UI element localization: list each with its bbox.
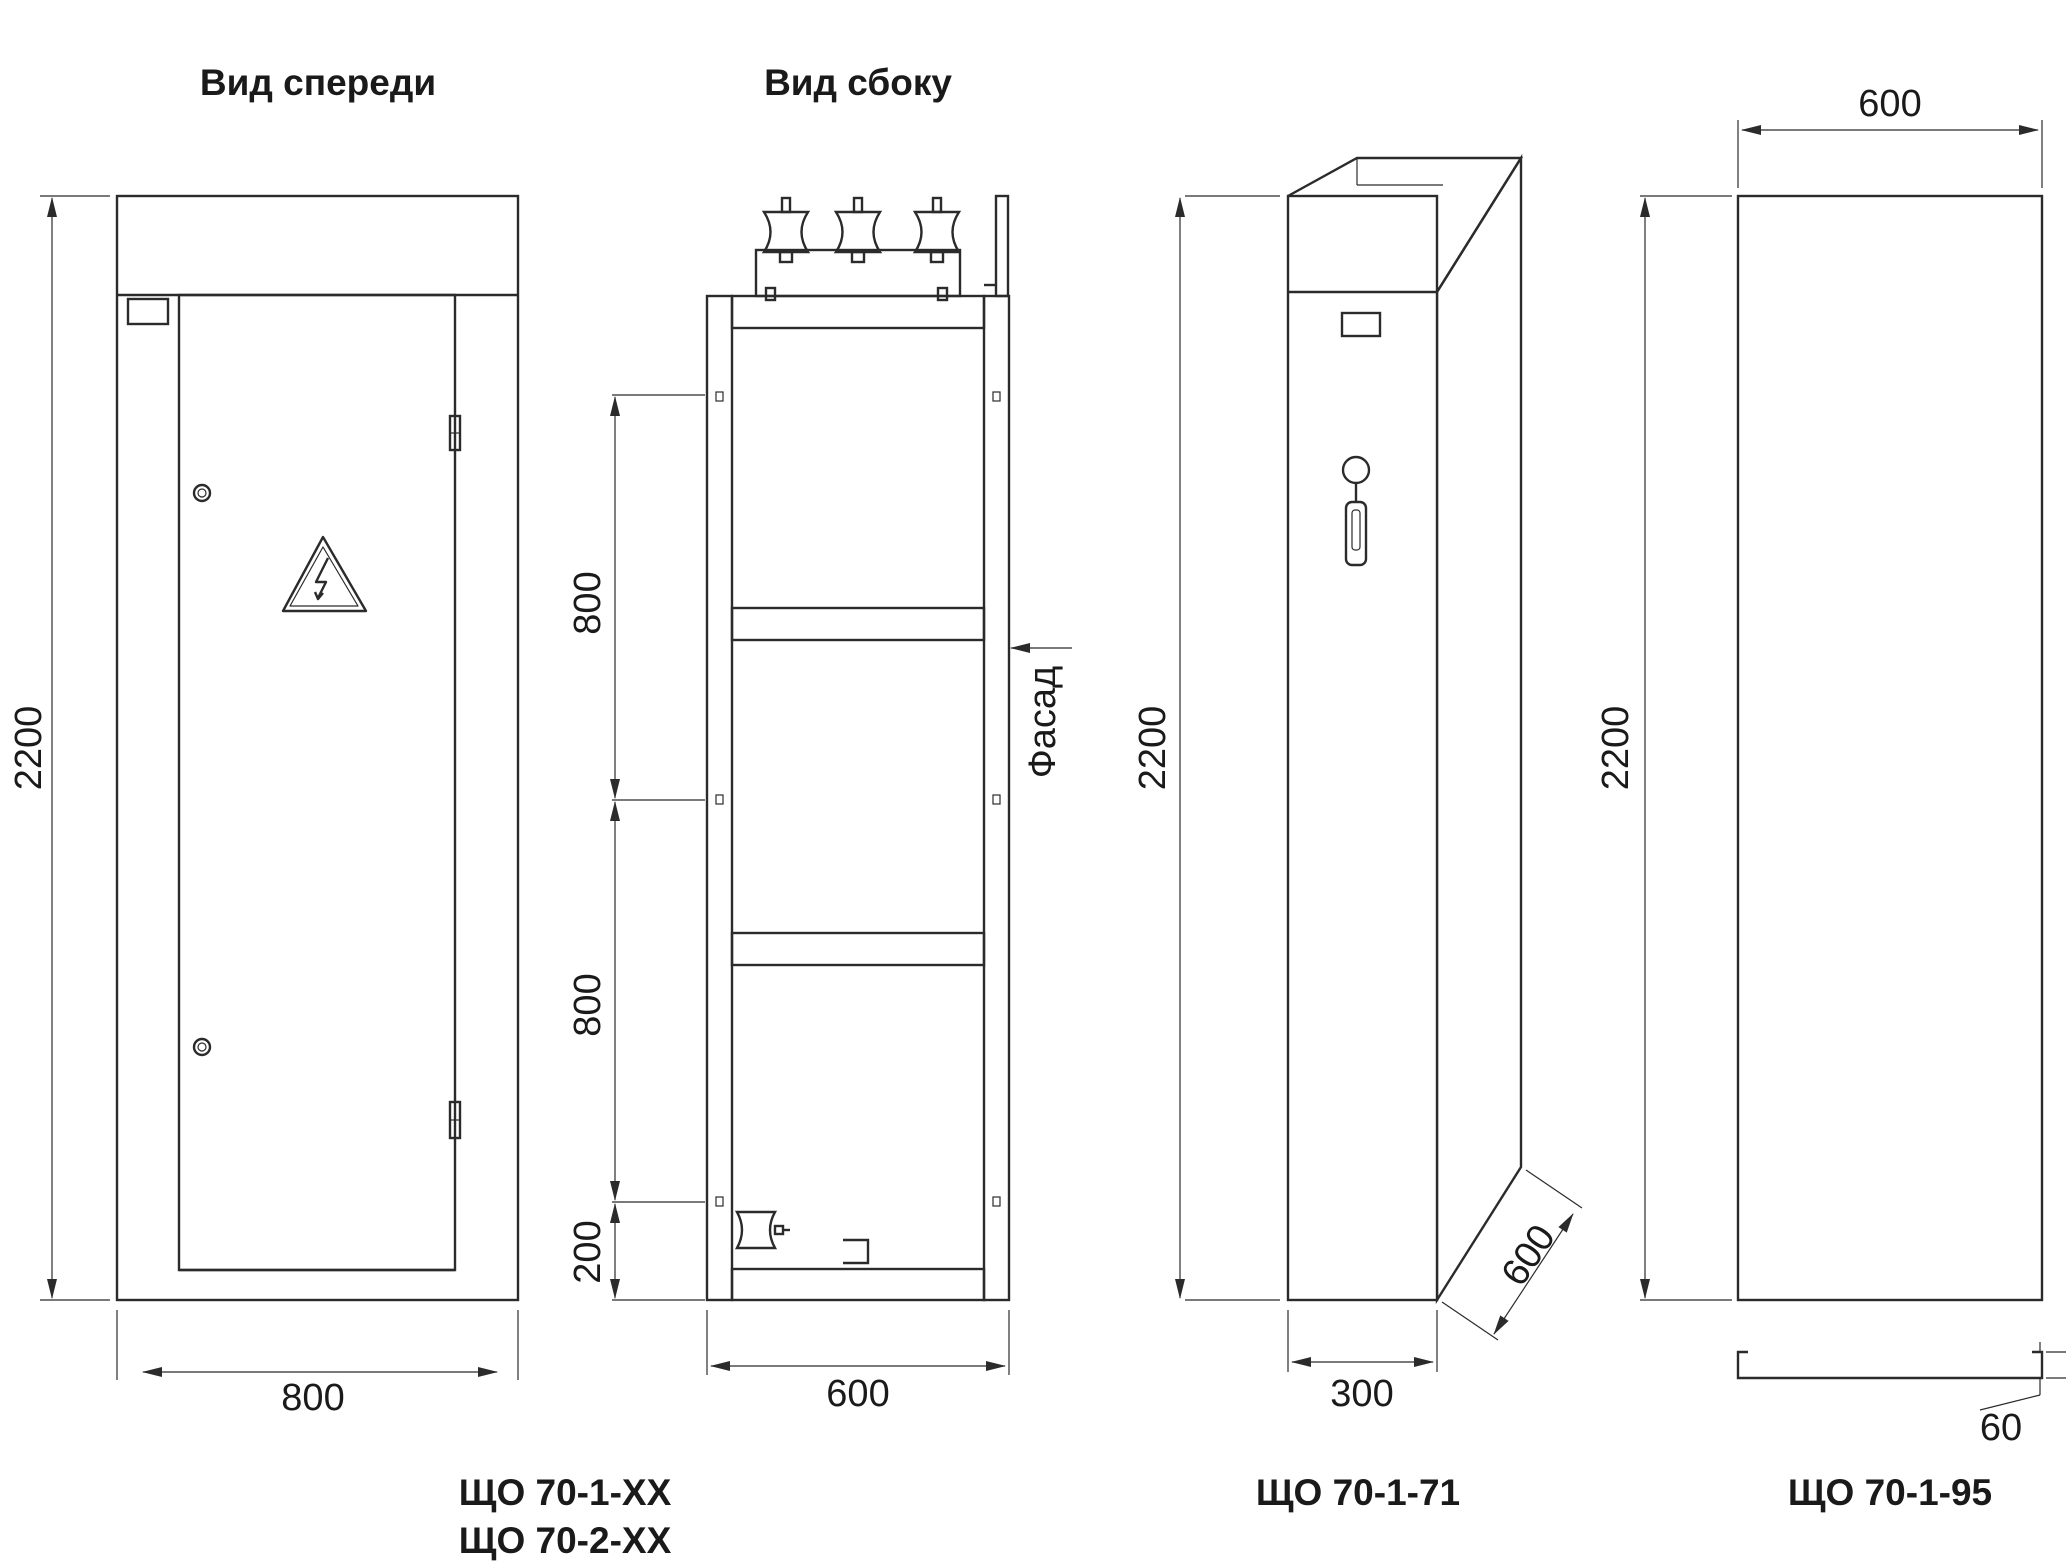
bus-insulator-icon	[912, 196, 962, 302]
model-95-width-value: 600	[1858, 83, 1921, 125]
model-95-label: ЩО 70-1-95	[1788, 1472, 1992, 1513]
model-95-view: 600 2200 60	[1595, 83, 2066, 1449]
bus-insulator-icon	[734, 1210, 790, 1250]
door-lock-icon	[192, 1037, 212, 1057]
busbar-bracket	[754, 248, 962, 298]
front-width-value: 800	[281, 1377, 344, 1419]
model-95-height-value: 2200	[1595, 706, 1637, 791]
model-71-width-value: 300	[1330, 1373, 1393, 1415]
model-71-front	[1286, 194, 1439, 1302]
model-71-view: 2200 300 600	[1132, 153, 1583, 1415]
side-right-post	[982, 294, 1011, 1302]
model-71-top-face	[1287, 156, 1524, 293]
side-shelf-lower	[730, 931, 986, 967]
door-lock-icon	[192, 483, 212, 503]
front-cabinet-outline	[115, 194, 520, 1302]
bus-insulator-icon	[833, 196, 883, 264]
side-view: Фасад 800 800 200 600	[567, 194, 1072, 1415]
side-middle-section-value: 800	[567, 973, 609, 1036]
side-rear-bar	[994, 194, 1010, 298]
side-view-title: Вид сбоку	[764, 62, 952, 103]
model-95-base-profile	[1736, 1350, 2044, 1380]
door-hinge-icon	[448, 1100, 462, 1140]
model-71-side-face	[1435, 153, 1523, 1305]
model-71-height-value: 2200	[1132, 706, 1174, 791]
side-left-post	[705, 294, 734, 1302]
door-hinge-icon	[448, 414, 462, 452]
facade-label: Фасад	[1022, 666, 1064, 778]
front-door	[177, 293, 457, 1272]
model-71-label: ЩО 70-1-71	[1256, 1472, 1460, 1513]
side-bottom-rail	[730, 1267, 986, 1302]
nameplate	[126, 297, 170, 326]
side-upper-section-value: 800	[567, 571, 609, 634]
switch-handle-icon	[1341, 455, 1371, 567]
model-71-depth-dimension-line	[1493, 1213, 1574, 1335]
front-model-label-2: ЩО 70-2-XX	[459, 1520, 672, 1561]
model-95-base-value: 60	[1980, 1407, 2022, 1449]
model-95-panel	[1736, 194, 2044, 1302]
model-71-depth-value: 600	[1494, 1218, 1564, 1294]
front-model-label-1: ЩО 70-1-XX	[459, 1472, 672, 1513]
bus-insulator-icon	[761, 196, 811, 302]
side-bottom-section-value: 200	[567, 1220, 609, 1283]
side-shelf-upper	[730, 606, 986, 642]
front-height-value: 2200	[8, 706, 50, 791]
front-view-title: Вид спереди	[200, 62, 436, 103]
side-width-value: 600	[826, 1373, 889, 1415]
front-view: 2200 800	[8, 194, 520, 1419]
model-71-nameplate	[1340, 311, 1382, 338]
high-voltage-warning-icon	[281, 535, 368, 613]
